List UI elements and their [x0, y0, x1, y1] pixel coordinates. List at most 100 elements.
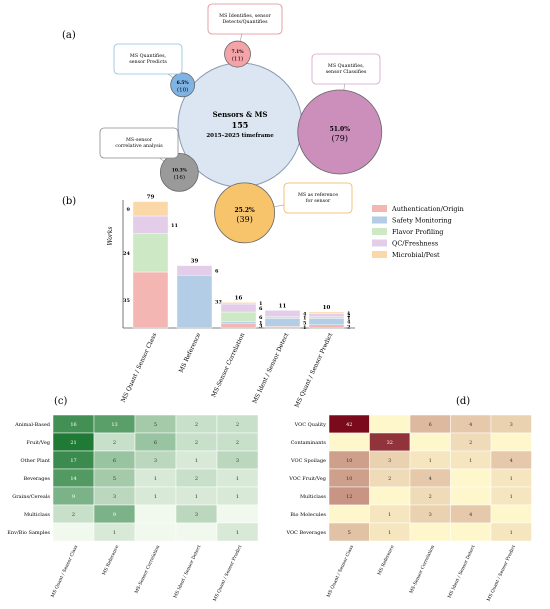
bubble-label-line: MS Quantifies, — [328, 63, 365, 69]
heatmap-cell-label: 2 — [195, 440, 198, 446]
heatmap-row-label: Fruit/Veg — [26, 440, 50, 446]
heatmap-cell — [369, 414, 411, 434]
heatmap-cell-label: 42 — [346, 422, 352, 428]
heatmap-row-label: VOC Fruit/Veg — [288, 476, 327, 482]
center-title: Sensors & MS — [213, 110, 268, 119]
heatmap-cell-label: 1 — [510, 494, 513, 500]
heatmap-cell — [328, 504, 370, 524]
heatmap-cell-label: 5 — [154, 422, 157, 428]
bar-segment-label: 2 — [347, 313, 351, 319]
x-tick-label: MS Reference — [178, 331, 203, 374]
heatmap-cell-label: 2 — [72, 512, 75, 518]
bubble-pct: 25.2% — [234, 207, 255, 214]
bar-segment — [308, 318, 345, 325]
x-tick-label: MS-Sensor Correlation — [210, 332, 246, 399]
bar-segment-label: 2 — [347, 324, 351, 330]
bar-segment-label: 11 — [171, 223, 178, 229]
bar-segment — [132, 201, 169, 217]
bar-segment-label: 1 — [347, 311, 350, 317]
bubble-label: MS Quantifies,sensor Classifies — [326, 63, 367, 75]
bar-segment-label: 33 — [215, 300, 222, 306]
heatmap-cell-label: 3 — [195, 512, 198, 518]
legend-label: Microbial/Pest — [392, 251, 440, 259]
heatmap-cell — [369, 486, 411, 506]
heatmap-cell — [450, 468, 492, 488]
heatmap-cell-label: 1 — [154, 476, 157, 482]
bar-segment — [264, 318, 301, 327]
heatmap-cell-label: 2 — [195, 422, 198, 428]
bar-segment — [220, 302, 257, 305]
heatmap-cell-label: 1 — [469, 458, 472, 464]
heatmap-cell-label: 2 — [113, 440, 116, 446]
bubble-label-box — [283, 182, 353, 214]
bar-segment — [308, 313, 345, 318]
bubble-label-box — [113, 43, 183, 75]
heatmap-cell-label: 2 — [429, 494, 432, 500]
heatmap-cell-label: 5 — [348, 530, 351, 536]
bar-total-label: 79 — [147, 195, 155, 201]
bar-segment — [220, 303, 257, 313]
bubble-label-box — [207, 3, 283, 35]
bubble-count: (39) — [236, 215, 252, 224]
legend-label: Flavor Profiling — [392, 228, 443, 236]
center-count: 155 — [232, 120, 249, 130]
heatmap-cell-label: 3 — [154, 458, 157, 464]
bar-segment-label: 1 — [303, 316, 306, 322]
heatmap-cell — [216, 504, 259, 524]
heatmap-cell-label: 1 — [236, 530, 239, 536]
bar-segment-label: 3 — [259, 324, 263, 330]
heatmap-cell — [134, 504, 177, 524]
legend-label: Safety Monitoring — [392, 217, 452, 225]
heatmap-row-label: Multiclass — [300, 494, 326, 500]
bar-segment — [264, 316, 301, 319]
bar-segment-label: 24 — [123, 251, 130, 257]
bar-segment — [308, 311, 345, 314]
heatmap-cell-label: 3 — [510, 422, 513, 428]
x-tick-label: MS Quant / Sensor Predict — [293, 331, 334, 408]
bubble-count: (11) — [232, 56, 243, 63]
bubble-3 — [214, 182, 276, 244]
heatmap-cell-label: 16 — [70, 422, 76, 428]
heatmap-row-label: Grains/Cereals — [12, 494, 50, 500]
heatmap-cell-label: 3 — [429, 512, 432, 518]
heatmap-cell — [450, 522, 492, 542]
heatmap-col-label: MS Quant / Sensor Predict — [486, 544, 517, 602]
heatmap-cell-label: 6 — [113, 458, 116, 464]
heatmap-cell-label: 6 — [429, 422, 432, 428]
legend-swatch — [372, 228, 387, 235]
heatmap-col-label: MS Reference — [376, 544, 395, 576]
bar-segment — [176, 275, 213, 329]
heatmap-cell-label: 13 — [111, 422, 117, 428]
bubble-count: (16) — [174, 174, 185, 181]
bar-segment-label: 6 — [259, 306, 263, 312]
bar-segment — [264, 326, 301, 329]
bar-segment-label: 6 — [215, 268, 219, 274]
heatmap-col-label: MS-Sensor Correlation — [134, 544, 162, 594]
heatmap-cell-label: 1 — [236, 494, 239, 500]
heatmap-row-label: Other Plant — [21, 458, 50, 464]
heatmap-cell-label: 21 — [70, 440, 76, 446]
bar-segment-label: 1 — [259, 320, 262, 326]
heatmap-cell-label: 1 — [195, 494, 198, 500]
heatmap-cell-label: 10 — [346, 458, 352, 464]
heatmap-row-label: Multiclass — [24, 512, 50, 518]
heatmap-row-label: VOC Quality — [294, 422, 327, 428]
heatmap-cell — [490, 522, 532, 542]
heatmap-col-label: MS-Sensor Correlation — [408, 544, 436, 594]
bubble-count: (10) — [177, 86, 188, 93]
heatmap-row-label: VOC Beverages — [285, 530, 326, 536]
heatmap-col-label: MS Reference — [101, 544, 120, 576]
bar-segment — [132, 271, 169, 329]
heatmap-cell — [450, 486, 492, 506]
heatmap-cell-label: 1 — [510, 476, 513, 482]
bubble-pct: 10.3% — [172, 167, 188, 173]
bar-segment — [132, 233, 169, 273]
bar-segment — [220, 321, 257, 324]
bar-segment-label: 6 — [259, 315, 263, 321]
heatmap-cell — [216, 522, 259, 542]
bubble-label-box — [99, 127, 179, 159]
panel-label-d: (d) — [456, 396, 471, 407]
